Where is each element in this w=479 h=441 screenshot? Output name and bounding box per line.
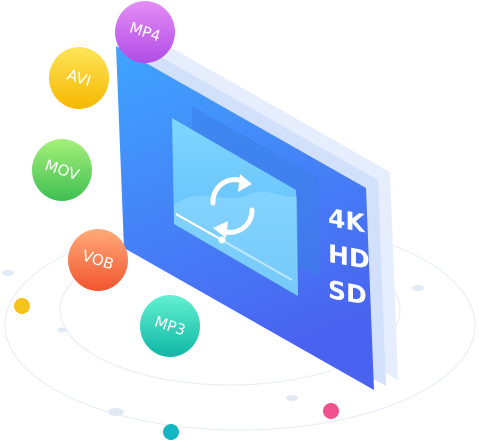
- video-screen: [172, 118, 298, 296]
- quality-label-4k: 4K: [328, 203, 366, 239]
- screen-wave: [174, 191, 298, 296]
- convert-icon: [210, 174, 255, 238]
- decor-dot-light-4: [412, 285, 424, 291]
- decor-dot-yellow: [14, 298, 30, 314]
- decor-dot-teal: [163, 424, 179, 440]
- decor-dot-pink: [323, 403, 339, 419]
- decor-dot-light-3: [286, 395, 298, 401]
- decor-dot-light-1: [2, 270, 14, 276]
- format-badge-vob: VOB: [68, 229, 128, 291]
- decor-dot-light-2: [108, 408, 124, 416]
- decor-dot-light-5: [57, 327, 67, 333]
- format-badge-mp3: MP3: [140, 295, 200, 357]
- format-badge-mov: MOV: [32, 139, 92, 201]
- progress-bar-knob: [218, 236, 226, 244]
- format-badge-avi: AVI: [49, 47, 109, 109]
- quality-label-sd: SD: [328, 275, 367, 311]
- format-badge-mp4: MP4: [115, 1, 175, 63]
- progress-bar-fill: [175, 213, 223, 241]
